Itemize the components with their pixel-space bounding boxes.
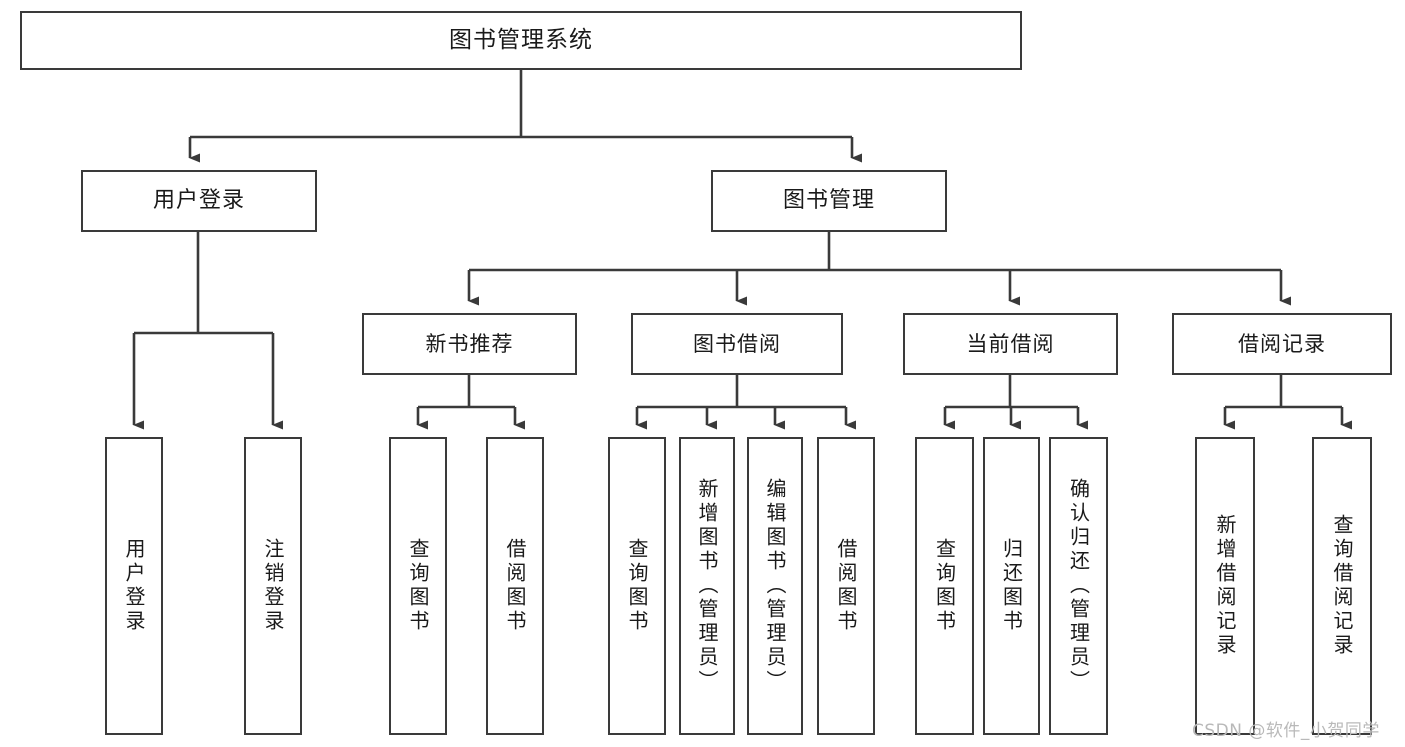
node-borrow-record[interactable]: 借阅记录 [1172,313,1392,375]
node-label: 借阅图书 [503,538,527,634]
leaf-currentborrow-confirm-return-admin[interactable]: 确认归还（管理员） [1049,437,1108,735]
node-book-borrow[interactable]: 图书借阅 [631,313,843,375]
node-label: 查询图书 [625,538,649,634]
node-label: 借阅记录 [1238,331,1326,356]
node-label: 图书借阅 [693,331,781,356]
node-label: 注销登录 [261,538,285,634]
node-label: 新书推荐 [425,331,514,356]
node-label: 当前借阅 [966,331,1055,356]
leaf-bookborrow-borrow-book[interactable]: 借阅图书 [817,437,875,735]
node-label: 图书管理 [782,188,875,214]
node-new-book-recommend[interactable]: 新书推荐 [362,313,577,375]
leaf-currentborrow-query-book[interactable]: 查询图书 [915,437,974,735]
node-current-borrow[interactable]: 当前借阅 [903,313,1118,375]
node-label: 确认归还（管理员） [1066,478,1091,694]
leaf-bookborrow-edit-book-admin[interactable]: 编辑图书（管理员） [747,437,803,735]
node-label: 查询图书 [932,538,957,634]
leaf-newbook-borrow-book[interactable]: 借阅图书 [486,437,544,735]
leaf-bookborrow-add-book-admin[interactable]: 新增图书（管理员） [679,437,735,735]
node-label: 查询图书 [406,538,430,634]
node-label: 查询借阅记录 [1330,514,1354,658]
leaf-currentborrow-return-book[interactable]: 归还图书 [983,437,1040,735]
node-label: 用户登录 [122,538,146,634]
node-label: 图书管理系统 [449,26,593,53]
node-label: 归还图书 [999,538,1024,634]
node-label: 用户登录 [152,188,245,214]
node-label: 编辑图书（管理员） [763,478,787,694]
leaf-borrowrecord-query-record[interactable]: 查询借阅记录 [1312,437,1372,735]
leaf-borrowrecord-add-record[interactable]: 新增借阅记录 [1195,437,1255,735]
node-label: 新增图书（管理员） [695,478,719,694]
leaf-user-login[interactable]: 用户登录 [105,437,163,735]
node-user-login[interactable]: 用户登录 [81,170,317,232]
node-label: 新增借阅记录 [1213,514,1237,658]
leaf-bookborrow-query-book[interactable]: 查询图书 [608,437,666,735]
leaf-newbook-query-book[interactable]: 查询图书 [389,437,447,735]
leaf-logout[interactable]: 注销登录 [244,437,302,735]
node-root-system[interactable]: 图书管理系统 [20,11,1022,70]
node-book-management[interactable]: 图书管理 [711,170,947,232]
node-label: 借阅图书 [834,538,858,634]
